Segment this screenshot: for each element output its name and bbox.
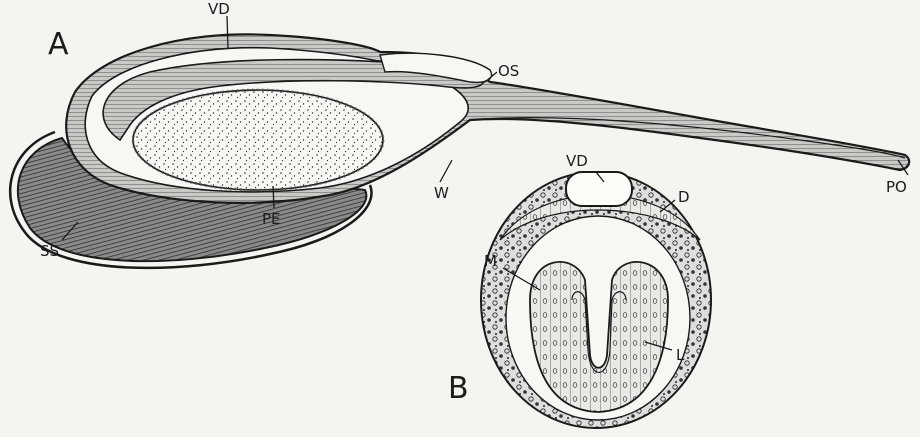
label-d: D xyxy=(678,188,690,206)
panel-b-cross-section xyxy=(481,172,711,428)
panel-a-drawing xyxy=(10,16,909,268)
label-vd-section: VD xyxy=(566,152,588,170)
label-m: M xyxy=(484,252,497,270)
label-l: L xyxy=(676,346,685,364)
label-po: PO xyxy=(886,178,907,196)
label-vd-top: VD xyxy=(208,0,230,18)
panel-b-label: B xyxy=(448,371,469,406)
vd-cross-section xyxy=(566,172,632,206)
label-pe: PE xyxy=(262,210,281,228)
label-w: W xyxy=(434,184,449,202)
label-os: OS xyxy=(498,62,519,80)
panel-a-label: A xyxy=(48,27,69,62)
label-ss: SS xyxy=(40,242,59,260)
